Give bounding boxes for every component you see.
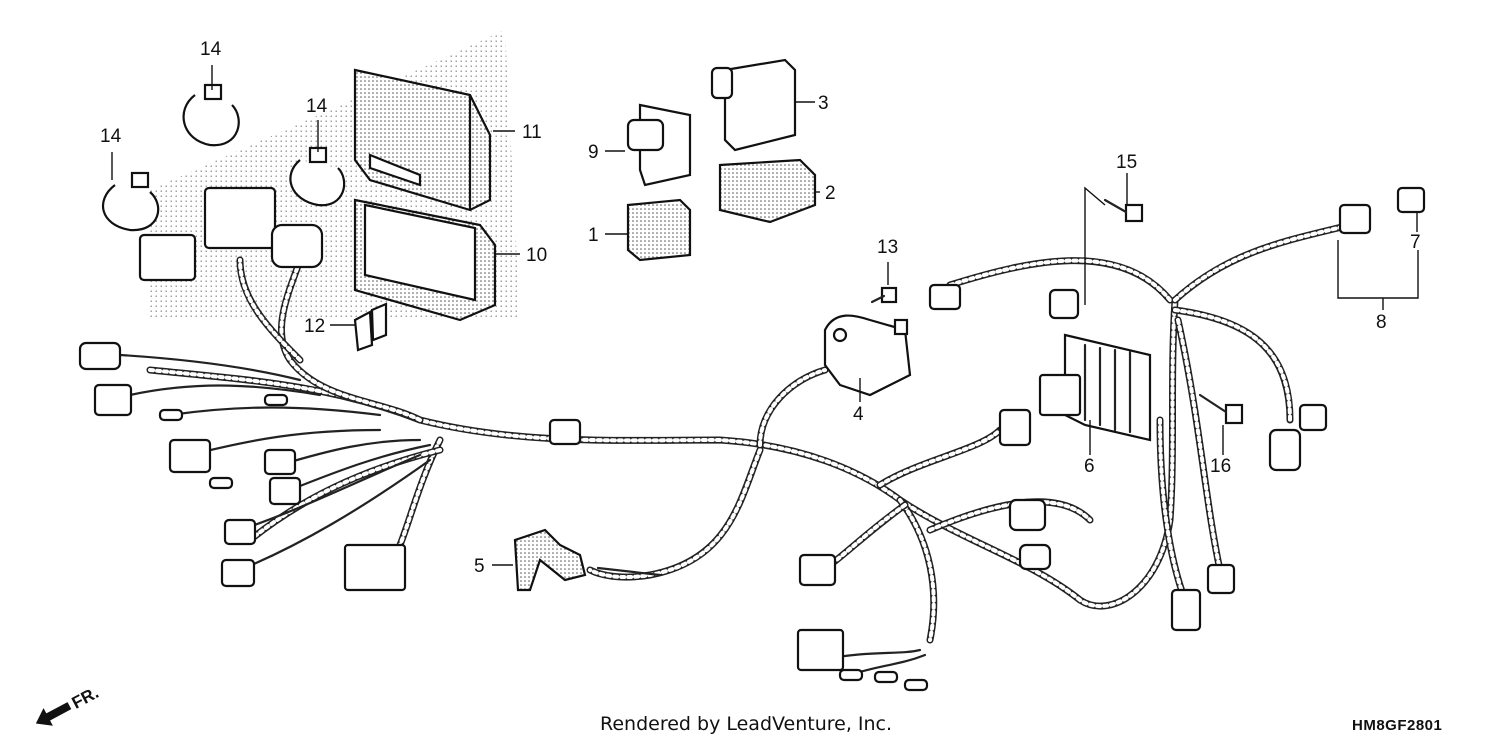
bolt-16 bbox=[1198, 393, 1244, 425]
callout-3: 3 bbox=[818, 93, 829, 114]
callout-11: 11 bbox=[522, 122, 542, 143]
direction-label: FR. bbox=[69, 683, 102, 713]
callout-8: 8 bbox=[1376, 312, 1387, 333]
callout-10: 10 bbox=[526, 245, 547, 266]
callout-16: 16 bbox=[1210, 456, 1231, 477]
relay-3 bbox=[710, 58, 797, 152]
connector-block-left bbox=[138, 186, 324, 282]
callout-14-top: 14 bbox=[200, 39, 222, 60]
starter-relay bbox=[823, 314, 912, 397]
callout-13: 13 bbox=[877, 237, 898, 258]
relay-9 bbox=[626, 103, 692, 187]
rubber-mount bbox=[353, 198, 497, 322]
arrow-icon bbox=[35, 702, 72, 726]
callout-numbers: 14 14 14 11 10 12 9 1 3 2 4 13 15 6 16 7… bbox=[100, 39, 1421, 577]
band-clip-top bbox=[182, 83, 240, 147]
callout-14-middle: 14 bbox=[306, 96, 328, 117]
callout-4: 4 bbox=[853, 404, 864, 425]
callout-7: 7 bbox=[1410, 232, 1421, 253]
main-harness bbox=[146, 221, 1354, 644]
control-unit bbox=[353, 68, 492, 212]
left-branch-wires bbox=[118, 353, 927, 677]
front-direction-arrow: FR. bbox=[35, 683, 102, 726]
callout-6: 6 bbox=[1084, 456, 1095, 477]
callout-12: 12 bbox=[304, 316, 325, 337]
band-clip-left bbox=[102, 171, 160, 232]
leader-lines bbox=[111, 65, 1419, 566]
bolt-13 bbox=[870, 286, 898, 304]
callout-9: 9 bbox=[588, 142, 599, 163]
callout-14-left: 14 bbox=[100, 126, 122, 147]
callout-5: 5 bbox=[474, 556, 485, 577]
callout-1: 1 bbox=[588, 225, 599, 246]
connector-cap-7 bbox=[1396, 186, 1426, 214]
relay-cover-1 bbox=[626, 198, 692, 262]
diagram-code: HM8GF2801 bbox=[1352, 717, 1443, 734]
bolt-15 bbox=[1103, 198, 1144, 223]
render-credit: Rendered by LeadVenture, Inc. bbox=[600, 713, 893, 735]
callout-15: 15 bbox=[1116, 152, 1137, 173]
callout-2: 2 bbox=[825, 183, 836, 204]
terminal-pins bbox=[158, 393, 929, 692]
harness-connectors bbox=[78, 203, 1372, 692]
fuse bbox=[353, 302, 388, 352]
regulator-rectifier bbox=[1038, 333, 1152, 442]
spark-plug-cap bbox=[513, 528, 662, 592]
relay-cover-2 bbox=[718, 158, 817, 224]
